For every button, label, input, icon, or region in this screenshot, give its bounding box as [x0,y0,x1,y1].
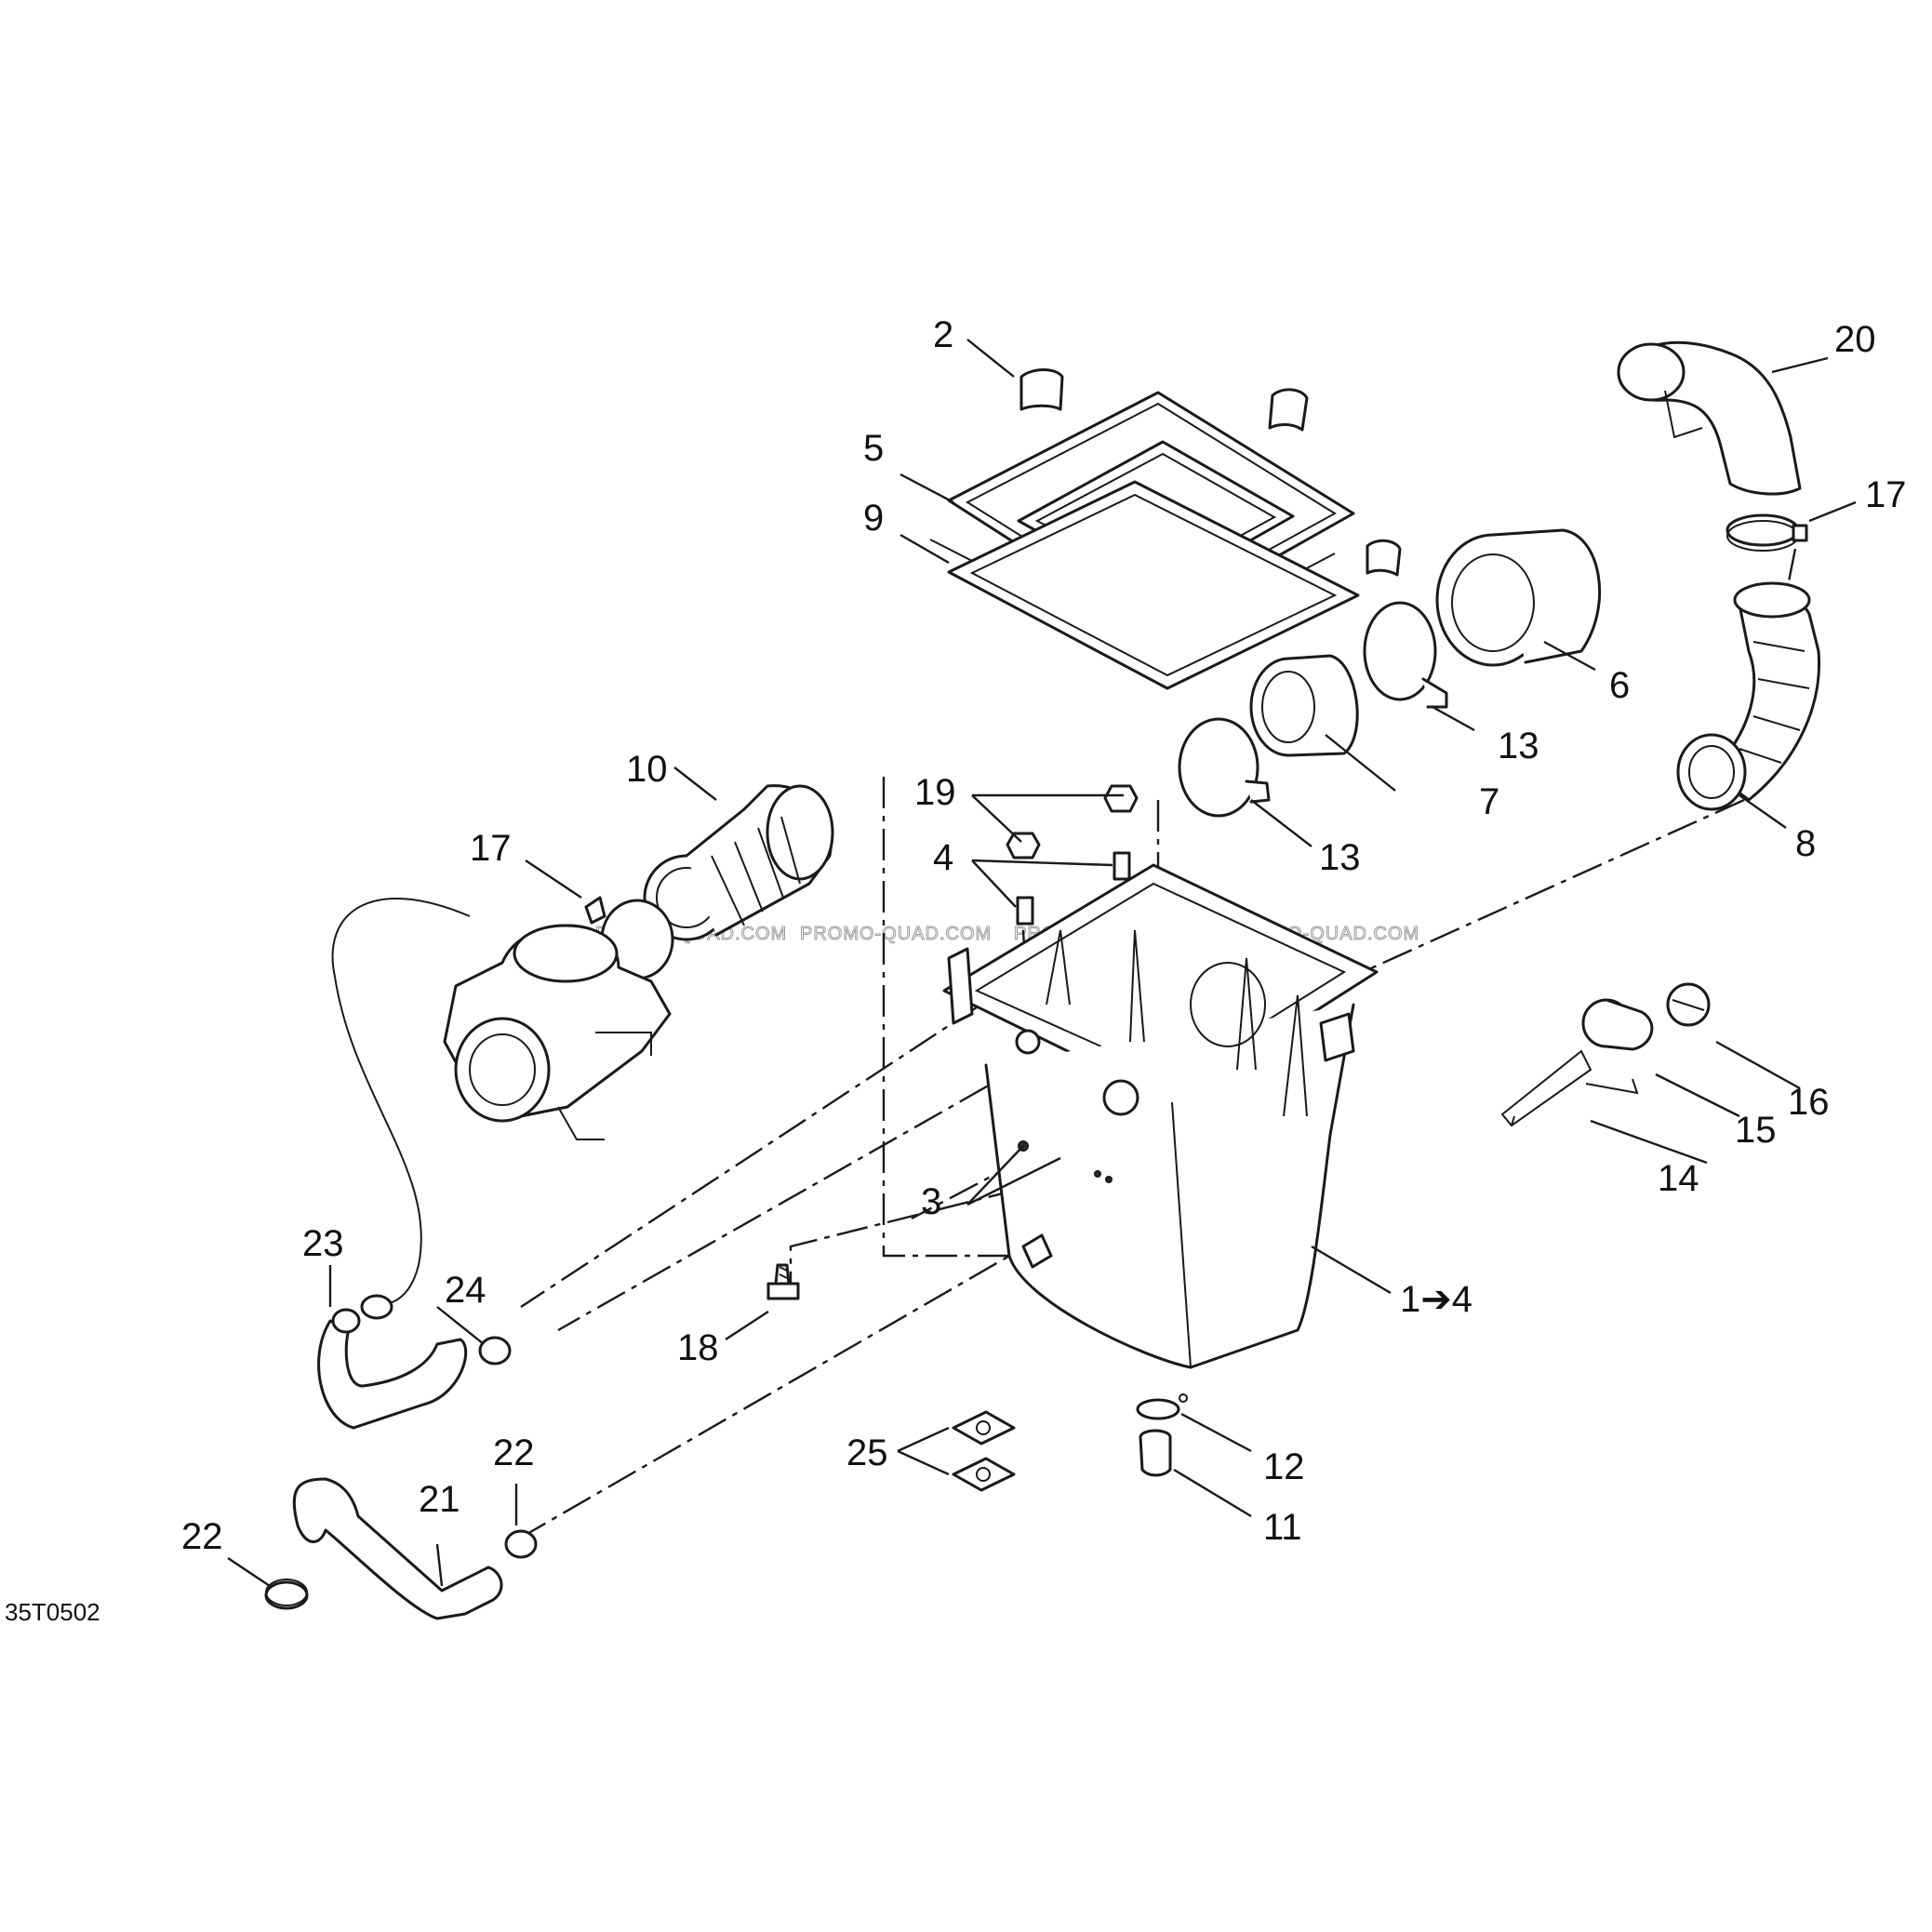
drain-hose-21 [292,1477,503,1620]
intake-boot [643,784,834,941]
intake-tube [1676,581,1821,811]
vent-hose-23 [317,898,471,1430]
disc-16 [1666,982,1711,1027]
callout-11: 11 [1263,1507,1302,1548]
clip-2 [1019,368,1402,577]
filter-gasket [947,480,1360,690]
callout-24: 24 [445,1270,486,1311]
nut-19 [1006,784,1139,859]
callout-16: 16 [1788,1082,1830,1123]
callout-3: 3 [921,1181,941,1222]
callout-4: 4 [933,837,953,878]
callout-labels: 1➔4 2 3 4 5 6 7 8 9 10 11 12 13 13 14 15… [181,314,1907,1557]
callout-23: 23 [302,1223,344,1264]
callout-5: 5 [863,428,884,469]
callout-12: 12 [1263,1446,1305,1487]
callout-13-lower: 13 [1319,837,1361,878]
callout-17-right: 17 [1865,474,1907,515]
hose-clamp-upper [1363,601,1448,709]
callout-19: 19 [914,772,956,813]
callout-13-upper: 13 [1498,726,1539,766]
callout-17-left: 17 [470,828,512,869]
hose-clamp-22 [264,1529,538,1610]
callout-21: 21 [419,1479,460,1520]
bushing-4 [1016,851,1131,926]
callout-6: 6 [1609,665,1630,706]
outer-sleeve [1435,528,1602,667]
drain-clip-12 [1136,1393,1188,1420]
hose-clamp-upper-right [1725,513,1808,552]
coupler [1249,654,1359,757]
hose-clamp-lower [1178,717,1271,818]
leader-lines [227,339,1857,1587]
callout-2: 2 [933,314,953,355]
callout-18: 18 [677,1327,719,1368]
callout-22-upper: 22 [493,1432,535,1473]
callout-1-4: 1➔4 [1400,1279,1472,1320]
wire-clip-14 [1500,1049,1639,1127]
cap-15 [1581,998,1654,1051]
drain-plug-11 [1139,1429,1172,1477]
callout-9: 9 [863,498,884,539]
hose-clamp-left [584,896,674,980]
intake-elbow [1617,340,1802,496]
pad-25 [952,1410,1016,1492]
callout-10: 10 [626,749,668,790]
callout-22-lower: 22 [181,1516,223,1557]
drawing-code: 35T0502 [5,1598,100,1626]
airbox-housing [942,863,1379,1369]
hose-clamp-24 [360,1294,512,1366]
callout-25: 25 [846,1432,888,1473]
callout-15: 15 [1735,1110,1777,1151]
callout-8: 8 [1795,823,1816,864]
screw-18 [766,1263,800,1300]
watermark-2: PROMO-QUAD.COM [800,924,992,944]
callout-7: 7 [1479,781,1499,822]
carburetor [443,924,672,1140]
callout-14: 14 [1658,1158,1699,1199]
callout-20: 20 [1834,319,1876,360]
